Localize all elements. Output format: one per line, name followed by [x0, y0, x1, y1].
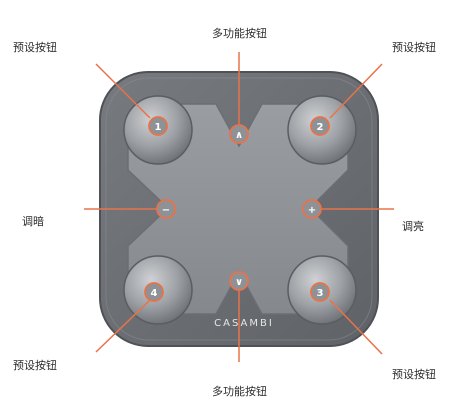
label-top-multifunction: 多功能按钮 [212, 27, 267, 40]
label-dim-down: 调暗 [22, 215, 44, 228]
label-top-left-preset: 预设按钮 [13, 41, 57, 54]
callout-lines [84, 52, 394, 362]
brand-logo: CASAMBI [214, 318, 274, 329]
label-top-right-preset: 预设按钮 [392, 41, 436, 54]
label-bottom-left-preset: 预设按钮 [13, 359, 57, 372]
label-dim-up: 调亮 [402, 220, 424, 233]
callout-line-top-left [95, 63, 151, 119]
marker-multifunction-up[interactable]: ∧ [229, 124, 249, 144]
marker-preset-3-number: 3 [317, 288, 324, 299]
marker-preset-1[interactable]: 1 [148, 116, 168, 136]
plus-icon: + [308, 205, 316, 216]
callout-line-bottom-right [329, 299, 383, 355]
marker-preset-2[interactable]: 2 [310, 116, 330, 136]
marker-preset-4-number: 4 [151, 288, 158, 299]
callout-line-bottom-left [95, 299, 151, 353]
marker-preset-3[interactable]: 3 [310, 282, 330, 302]
marker-dim-down[interactable]: − [156, 199, 176, 219]
label-bottom-multifunction: 多功能按钮 [212, 385, 267, 398]
marker-preset-4[interactable]: 4 [144, 282, 164, 302]
chevron-down-icon: ∨ [235, 277, 243, 288]
minus-icon: − [162, 205, 170, 216]
marker-dim-up[interactable]: + [302, 199, 322, 219]
marker-multifunction-down[interactable]: ∨ [229, 271, 249, 291]
marker-preset-1-number: 1 [155, 122, 162, 133]
chevron-up-icon: ∧ [235, 130, 243, 141]
marker-preset-2-number: 2 [317, 122, 324, 133]
label-bottom-right-preset: 预设按钮 [392, 368, 436, 381]
callout-line-top-right [329, 63, 383, 119]
